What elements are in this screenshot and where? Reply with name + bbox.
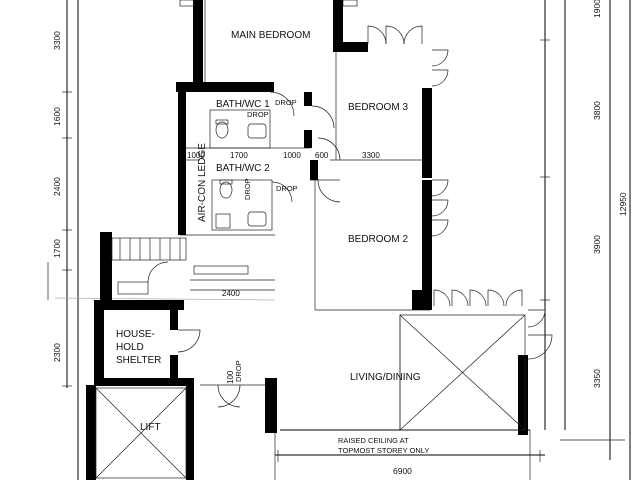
dimension-lines xyxy=(62,0,631,480)
dim-left-1600: 1600 xyxy=(52,107,62,126)
air-con-ledge-label: AIR-CON LEDGE xyxy=(197,143,208,222)
notes: RAISED CEILING AT TOPMOST STOREY ONLY DR… xyxy=(234,98,429,455)
household-shelter-label-line-2: HOLD xyxy=(116,342,144,353)
dim-left-2300: 2300 xyxy=(52,343,62,362)
bath-wc-1-label: BATH/WC 1 xyxy=(216,99,270,110)
lift-label: LIFT xyxy=(140,422,161,433)
dim-right-3350: 3350 xyxy=(592,369,602,388)
lift-shaft xyxy=(95,387,187,479)
toilet-icon xyxy=(219,181,233,199)
dim-row-1700: 1700 xyxy=(230,151,248,160)
drop-label: DROP xyxy=(275,98,297,107)
walls xyxy=(86,0,528,480)
drop-label: DROP xyxy=(247,110,269,119)
drop-label: DROP xyxy=(243,178,252,200)
room-labels: MAIN BEDROOM BEDROOM 3 BEDROOM 2 BATH/WC… xyxy=(116,30,421,433)
dim-right-3800: 3800 xyxy=(592,101,602,120)
dim-left-3300: 3300 xyxy=(52,31,62,50)
dim-left-2400: 2400 xyxy=(52,177,62,196)
dim-row-3300: 3300 xyxy=(362,151,380,160)
dim-row-600: 600 xyxy=(315,151,329,160)
dim-bottom-6900: 6900 xyxy=(393,466,412,476)
main-bedroom-label: MAIN BEDROOM xyxy=(231,30,310,41)
drop-label: DROP xyxy=(276,184,298,193)
doors xyxy=(147,25,553,408)
dimension-labels: 3300 1600 2400 1700 2300 1900 3800 3900 … xyxy=(52,0,628,476)
dim-left-1700: 1700 xyxy=(52,239,62,258)
living-dining-label: LIVING/DINING xyxy=(350,372,421,383)
fixtures xyxy=(117,119,267,295)
raised-ceiling-note-line-2: TOPMOST STOREY ONLY xyxy=(338,446,429,455)
dim-row-1000-a: 1000 xyxy=(187,151,205,160)
household-shelter-label-line-3: SHELTER xyxy=(116,355,161,366)
raised-ceiling-note-line-1: RAISED CEILING AT xyxy=(338,436,409,445)
interior-lines xyxy=(47,0,531,480)
dim-kitchen-2400: 2400 xyxy=(222,289,240,298)
basin-icon xyxy=(247,123,267,139)
dim-right-1900: 1900 xyxy=(592,0,602,18)
dim-door-100: 100 xyxy=(226,370,235,384)
bedroom-2-label: BEDROOM 2 xyxy=(348,234,408,245)
dim-row-1000-b: 1000 xyxy=(283,151,301,160)
bath-wc-2-label: BATH/WC 2 xyxy=(216,163,270,174)
dim-right-3900: 3900 xyxy=(592,235,602,254)
windows xyxy=(111,0,358,261)
ceiling-cross xyxy=(399,314,526,431)
bedroom-3-label: BEDROOM 3 xyxy=(348,102,408,113)
toilet-icon xyxy=(215,121,229,139)
drop-label: DROP xyxy=(234,360,243,382)
household-shelter-label-line-1: HOUSE- xyxy=(116,329,155,340)
basin-icon xyxy=(247,211,267,227)
dim-total-12950: 12950 xyxy=(618,192,628,216)
